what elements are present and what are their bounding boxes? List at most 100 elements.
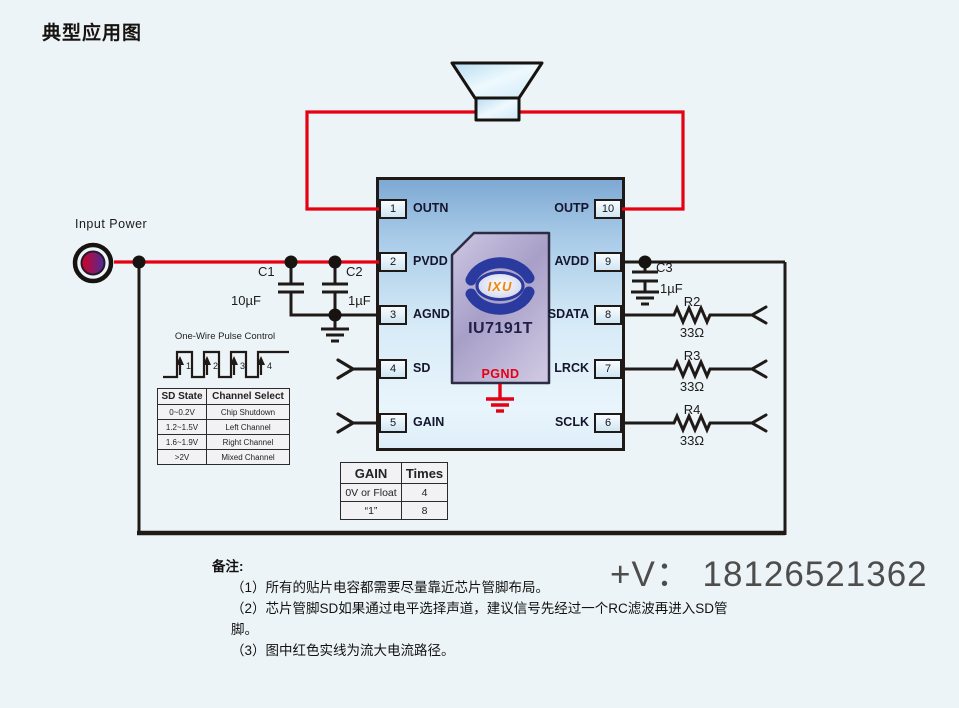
- notes-block: 备注: （1）所有的贴片电容都需要尽量靠近芯片管脚布局。 （2）芯片管脚SD如果…: [212, 556, 752, 661]
- input-power-label: Input Power: [75, 217, 148, 231]
- pin-box-2: 2: [379, 252, 407, 272]
- pin-num: 7: [604, 363, 612, 375]
- gain-cell: 0V or Float: [340, 483, 402, 502]
- sd-cell: 1.6~1.9V: [157, 434, 207, 450]
- pin-num: 1: [389, 203, 397, 215]
- pin-label-sdata: SDATA: [547, 307, 589, 321]
- input-power-connector: [72, 242, 114, 284]
- r4-name: R4: [683, 402, 701, 417]
- outn-red-wire: [305, 110, 476, 211]
- pin-label-pvdd: PVDD: [413, 254, 448, 268]
- pulse-step-2: 2: [213, 361, 219, 371]
- table-row: 0~0.2V Chip Shutdown: [157, 404, 290, 420]
- pin-box-3: 3: [379, 305, 407, 325]
- brand-logo-icon: [465, 257, 535, 315]
- pin-num: 8: [604, 309, 612, 321]
- c1-name: C1: [258, 264, 275, 279]
- pin-label-outp: OUTP: [554, 201, 589, 215]
- sd-cell: 1.2~1.5V: [157, 419, 207, 435]
- pin-box-1: 1: [379, 199, 407, 219]
- c3-value: 1µF: [660, 281, 683, 296]
- gain-cell: 8: [401, 501, 448, 520]
- r3-name: R3: [683, 348, 701, 363]
- black-wires: [137, 260, 787, 536]
- note-item-2: （2）芯片管脚SD如果通过电平选择声道，建议信号先经过一个RC滤波再进入SD管脚…: [231, 601, 728, 637]
- pin-label-agnd: AGND: [413, 307, 450, 321]
- r2-name: R2: [683, 294, 701, 309]
- gain-table: GAIN Times 0V or Float 4 “1” 8: [340, 462, 448, 520]
- pin-box-9: 9: [594, 252, 622, 272]
- pin-label-outn: OUTN: [413, 201, 449, 215]
- pin-num: 5: [389, 417, 397, 429]
- input-arrows: [336, 358, 357, 434]
- gain-cell: “1”: [340, 501, 402, 520]
- pin-box-5: 5: [379, 413, 407, 433]
- sd-cell: 0~0.2V: [157, 404, 207, 420]
- pin-label-avdd: AVDD: [554, 254, 590, 268]
- pulse-step-1: 1: [186, 361, 192, 371]
- note-item-1: （1）所有的贴片电容都需要尽量靠近芯片管脚布局。: [231, 580, 550, 595]
- sd-table-header-state: SD State: [157, 388, 207, 405]
- gain-cell: 4: [401, 483, 448, 502]
- pgnd-label: PGND: [481, 367, 520, 381]
- pin-num: 9: [604, 256, 612, 268]
- r4-value: 33Ω: [679, 433, 705, 448]
- r3-resistor: [620, 358, 752, 380]
- table-row: >2V Mixed Channel: [157, 449, 290, 465]
- note-item-3: （3）图中红色实线为流大电流路径。: [231, 643, 455, 658]
- pin-num: 6: [604, 417, 612, 429]
- red-wires: [114, 110, 685, 264]
- pin-num: 2: [389, 256, 397, 268]
- c2-value: 1µF: [348, 293, 371, 308]
- contact-watermark: +V： 18126521362: [610, 555, 928, 594]
- gain-table-header-gain: GAIN: [340, 462, 402, 484]
- r3-value: 33Ω: [679, 379, 705, 394]
- outp-red-wire: [519, 110, 685, 211]
- pgnd-ground-icon: [486, 384, 514, 413]
- table-row: 1.2~1.5V Left Channel: [157, 419, 290, 435]
- resistor-rows: [620, 304, 768, 434]
- pin-box-10: 10: [594, 199, 622, 219]
- sd-cell: >2V: [157, 449, 207, 465]
- pin-num: 4: [389, 363, 397, 375]
- r2-arrow-icon: [748, 305, 768, 325]
- gain-table-header-times: Times: [401, 462, 448, 484]
- r2-resistor: [620, 304, 752, 326]
- pulse-step-4: 4: [267, 361, 273, 371]
- table-row: 1.6~1.9V Right Channel: [157, 434, 290, 450]
- table-header-row: GAIN Times: [340, 462, 448, 484]
- pulse-edge-arrows: [176, 356, 265, 375]
- pin-box-6: 6: [594, 413, 622, 433]
- capacitor-c2: [321, 262, 349, 343]
- notes-title: 备注:: [212, 559, 244, 574]
- sd-cell: Mixed Channel: [206, 449, 290, 465]
- pin-box-8: 8: [594, 305, 622, 325]
- pulse-waveform: [163, 350, 289, 379]
- pin-num: 10: [601, 203, 615, 215]
- c2-name: C2: [346, 264, 363, 279]
- c1-to-agnd-wire: [289, 292, 380, 317]
- page-title: 典型应用图: [42, 23, 143, 44]
- sd-cell: Right Channel: [206, 434, 290, 450]
- r3-arrow-icon: [748, 359, 768, 379]
- sd-state-table: SD State Channel Select 0~0.2V Chip Shut…: [157, 388, 290, 465]
- pin-label-lrck: LRCK: [554, 361, 589, 375]
- pulse-step-3: 3: [240, 361, 246, 371]
- r4-arrow-icon: [748, 413, 768, 433]
- sd-table-header-channel: Channel Select: [206, 388, 290, 405]
- table-header-row: SD State Channel Select: [157, 388, 290, 405]
- pin-box-7: 7: [594, 359, 622, 379]
- pulse-control-title: One-Wire Pulse Control: [174, 331, 276, 342]
- table-row: “1” 8: [340, 501, 448, 520]
- c3-name: C3: [656, 260, 673, 275]
- sd-cell: Left Channel: [206, 419, 290, 435]
- table-row: 0V or Float 4: [340, 483, 448, 502]
- pin-label-sclk: SCLK: [554, 415, 589, 429]
- sd-cell: Chip Shutdown: [206, 404, 290, 420]
- pin-label-sd: SD: [413, 361, 431, 375]
- sd-arrow-icon: [336, 358, 357, 380]
- pin-num: 3: [389, 309, 397, 321]
- chip-part-number: IU7191T: [468, 320, 533, 337]
